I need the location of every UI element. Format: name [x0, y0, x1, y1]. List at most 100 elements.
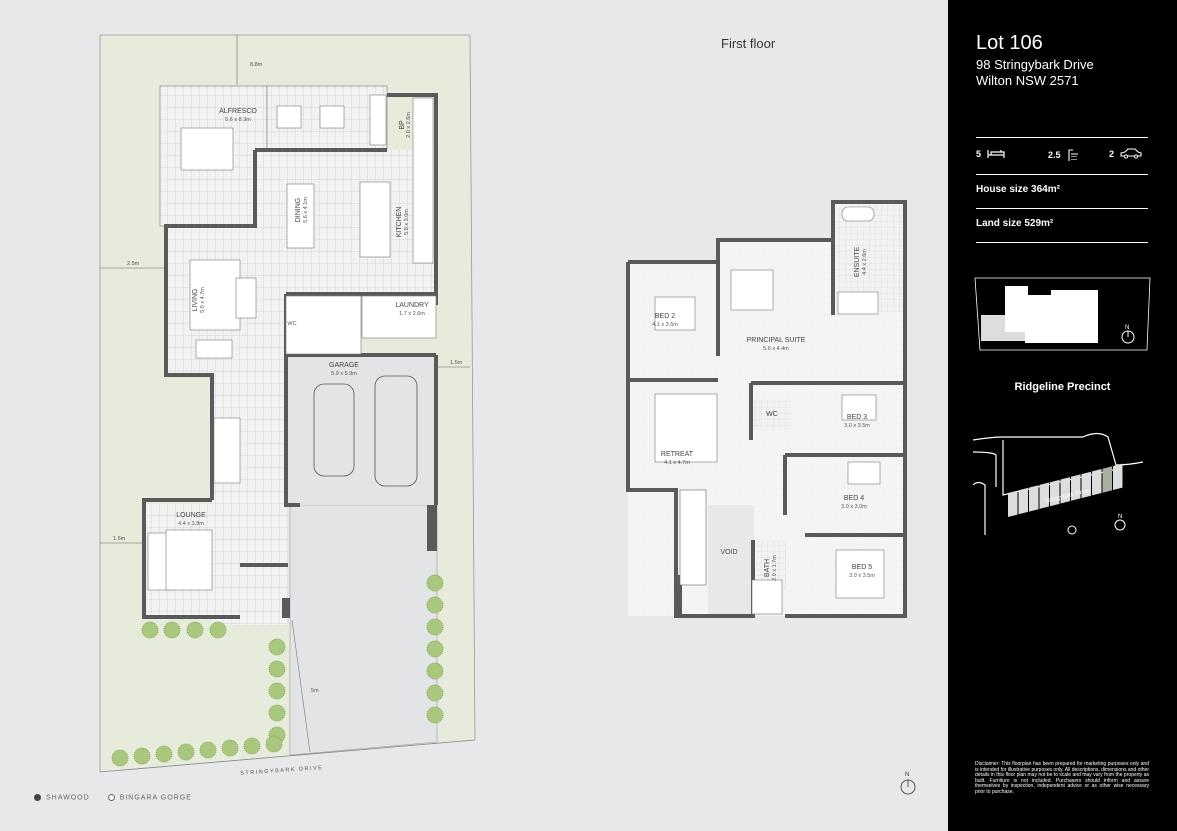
- room-label: DINING: [295, 198, 302, 223]
- street-name: STRINGYBARK DRIVE: [240, 765, 323, 777]
- room-size: 1.7 x 2.6m: [399, 311, 425, 317]
- lot: [1060, 477, 1070, 504]
- room-size: 5.9 x 4.7m: [200, 287, 206, 313]
- tree-icon: [199, 741, 217, 759]
- tree-icon: [163, 621, 181, 639]
- tree-icon: [111, 749, 129, 767]
- divider: [976, 242, 1148, 243]
- room-label: WC: [287, 321, 296, 327]
- stairs: [679, 489, 707, 586]
- legend-item-bingara-gorge: BINGARA GORGE: [107, 794, 192, 801]
- tree-icon: [265, 735, 283, 753]
- garage-count: 2: [1109, 148, 1115, 159]
- room-label: ENSUITE: [854, 247, 861, 278]
- house-size: House size 364m²: [976, 184, 1060, 195]
- info-panel: Lot 106 98 Stringybark Drive Wilton NSW …: [948, 0, 1177, 831]
- bathrooms-stat: 2.5: [1048, 148, 1079, 162]
- room-size: 5.9 x 5.9m: [331, 371, 357, 377]
- room-label: BATH: [764, 559, 771, 577]
- room-label: BED 4: [844, 495, 864, 502]
- dim-rear: 8.8m: [250, 62, 263, 68]
- site-plan-diagram: N: [974, 277, 1151, 351]
- room-size: 5.6 x 4.4m: [763, 346, 789, 352]
- dim-left-front: 1.6m: [113, 536, 126, 542]
- address-line2: Wilton NSW 2571: [976, 73, 1079, 88]
- precinct-title: Ridgeline Precinct: [1014, 381, 1111, 393]
- room-size: 4.4 x 3.8m: [178, 521, 204, 527]
- tree-icon: [209, 621, 227, 639]
- room-label: LOUNGE: [176, 512, 206, 519]
- tree-icon: [177, 743, 195, 761]
- dim-front: 5m: [311, 688, 319, 694]
- bedrooms-count: 5: [976, 148, 982, 159]
- room-label: RETREAT: [661, 451, 694, 458]
- north-label: N: [905, 772, 909, 778]
- tree-icon: [426, 684, 444, 702]
- lot: [1071, 474, 1081, 501]
- precinct-lots: [1008, 463, 1123, 517]
- room-label: LAUNDRY: [395, 302, 429, 309]
- room-size: 3.0 x 3.5m: [849, 573, 875, 579]
- divider: [976, 174, 1148, 175]
- divider: [976, 137, 1148, 138]
- north-label: N: [1118, 514, 1122, 520]
- room-label: KITCHEN: [396, 207, 403, 238]
- tree-icon: [186, 621, 204, 639]
- lot: [1008, 490, 1018, 517]
- room-label: PRINCIPAL SUITE: [747, 337, 806, 344]
- dim-right: 1.5m: [450, 360, 463, 366]
- room-size: 3.0 x 3.0m: [841, 504, 867, 510]
- room-size: 5.8 x 3.0m: [404, 209, 410, 235]
- room-label: ALFRESCO: [219, 108, 257, 115]
- room-label: BED 3: [847, 414, 867, 421]
- void: [708, 505, 754, 615]
- first-floor-title: First floor: [721, 36, 776, 51]
- lot: [1018, 487, 1028, 515]
- room-label: WC: [766, 411, 778, 418]
- first-floor-plan: BED 2 4.1 x 3.5m PRINCIPAL SUITE 5.6 x 4…: [626, 200, 907, 618]
- lot-title: Lot 106: [976, 32, 1043, 54]
- tree-icon: [268, 704, 286, 722]
- tree-icon: [426, 574, 444, 592]
- land-size: Land size 529m²: [976, 218, 1054, 229]
- bathrooms-count: 2.5: [1048, 150, 1061, 160]
- room-label: GARAGE: [329, 362, 359, 369]
- tree-icon: [426, 706, 444, 724]
- lot: [1081, 471, 1091, 499]
- room-size: 4.4 x 2.6m: [862, 249, 868, 275]
- room-label: BED 5: [852, 564, 872, 571]
- tree-icon: [155, 745, 173, 763]
- tree-icon: [268, 660, 286, 678]
- room-size: 4.1 x 4.7m: [664, 460, 690, 466]
- tree-icon: [426, 618, 444, 636]
- tree-icon: [426, 662, 444, 680]
- precinct-map: Stringybark Drive N: [973, 432, 1144, 535]
- driveway: [289, 504, 438, 756]
- room-size: 5.6 x 4.1m: [303, 197, 309, 223]
- legend-item-shawood: SHAWOOD: [34, 794, 90, 801]
- dim-left: 2.5m: [127, 261, 140, 267]
- floor-plans: 8.8m 2.5m 1.5m 1.6m 5m STRINGYBARK DRIVE: [99, 34, 916, 795]
- legend: SHAWOOD BINGARA GORGE: [34, 794, 192, 801]
- car-icon: [1120, 148, 1142, 159]
- north-arrow-icon: N: [900, 772, 916, 795]
- tree-icon: [268, 638, 286, 656]
- room-size: 2.0 x 2.6m: [406, 112, 412, 138]
- room-size: 3.0 x 3.5m: [844, 423, 870, 429]
- legend-label: SHAWOOD: [46, 794, 90, 802]
- tree-icon: [426, 640, 444, 658]
- shower-icon: [1067, 149, 1078, 161]
- garage: [288, 355, 436, 505]
- room-label: VOID: [720, 549, 737, 556]
- lot: [1050, 479, 1060, 507]
- disclaimer: Disclaimer: This floorplan has been prep…: [975, 761, 1149, 795]
- trees: [111, 574, 444, 767]
- car: [313, 383, 355, 477]
- room-label: BED 2: [655, 313, 675, 320]
- room-label: BP: [399, 120, 406, 130]
- tree-icon: [221, 739, 239, 757]
- tree-icon: [141, 621, 159, 639]
- filled-dot-icon: [34, 794, 41, 801]
- lot: [1092, 469, 1102, 496]
